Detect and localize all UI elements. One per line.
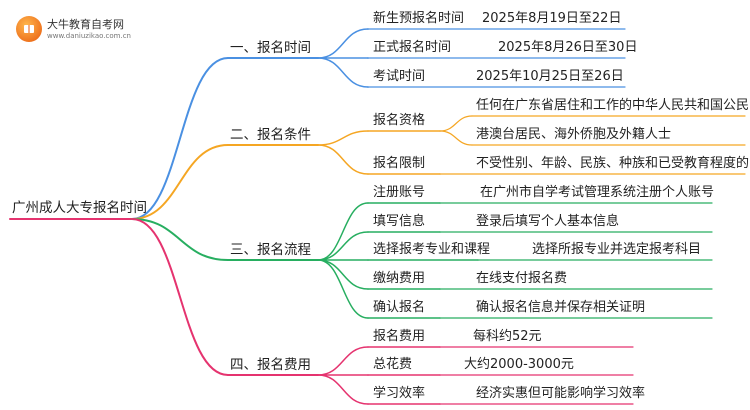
item-value: 选择所报专业并选定报考科目 [532, 242, 702, 257]
item-value: 在线支付报名费 [476, 271, 568, 286]
root-topic: 广州成人大专报名时间 [12, 200, 147, 216]
item-label: 缴纳费用 [373, 271, 426, 286]
branch-process: 三、报名流程 [230, 242, 311, 258]
item-connector [317, 202, 369, 261]
branch-connector [131, 218, 229, 261]
book-icon [16, 16, 42, 42]
item-label: 新生预报名时间 [373, 11, 465, 26]
brand-logo: 大牛教育自考网 www.daniuzikao.com.cn [16, 16, 131, 42]
item-connector [317, 144, 369, 175]
item-label: 注册账号 [373, 185, 426, 200]
value-connector [439, 130, 473, 146]
item-value: 任何在广东省居住和工作的中华人民共和国公民 [476, 98, 750, 113]
item-value: 2025年8月19日至22日 [482, 11, 622, 26]
item-value: 2025年10月25日至26日 [476, 69, 624, 84]
item-connector [317, 259, 369, 290]
item-label: 总花费 [373, 357, 413, 372]
branch-fees: 四、报名费用 [230, 357, 311, 373]
item-label: 填写信息 [373, 214, 426, 229]
item-label: 选择报考专业和课程 [373, 242, 491, 257]
item-connector [317, 130, 369, 146]
item-value: 不受性别、年龄、民族、种族和已受教育程度的限制 [476, 156, 750, 171]
item-value: 大约2000-3000元 [464, 357, 574, 372]
item-connector [317, 57, 369, 88]
item-value: 经济实惠但可能影响学习效率 [476, 386, 646, 401]
item-label: 正式报名时间 [373, 40, 452, 55]
item-label: 报名限制 [373, 156, 426, 171]
brand-url: www.daniuzikao.com.cn [47, 31, 131, 40]
item-connector [317, 28, 369, 59]
value-connector [439, 115, 473, 132]
item-value: 2025年8月26日至30日 [498, 40, 638, 55]
item-value: 在广州市自学考试管理系统注册个人账号 [480, 185, 715, 200]
item-connector [317, 231, 369, 261]
item-label: 学习效率 [373, 386, 426, 401]
branch-registration-time: 一、报名时间 [230, 40, 311, 56]
item-value: 确认报名信息并保存相关证明 [476, 300, 646, 315]
item-label: 报名资格 [373, 113, 426, 128]
item-connector [317, 259, 369, 319]
item-value: 登录后填写个人基本信息 [476, 214, 620, 229]
branch-connector [131, 57, 229, 220]
item-label: 确认报名 [373, 300, 426, 315]
branch-requirements: 二、报名条件 [230, 127, 311, 143]
brand-name: 大牛教育自考网 [47, 17, 124, 31]
item-value: 每科约52元 [473, 329, 542, 344]
item-connector [317, 346, 369, 376]
item-label: 考试时间 [373, 69, 426, 84]
item-connector [317, 374, 369, 405]
branch-connector [131, 144, 229, 220]
branch-connector [131, 218, 229, 376]
item-label: 报名费用 [373, 329, 426, 344]
item-value: 港澳台居民、海外侨胞及外籍人士 [476, 127, 672, 142]
